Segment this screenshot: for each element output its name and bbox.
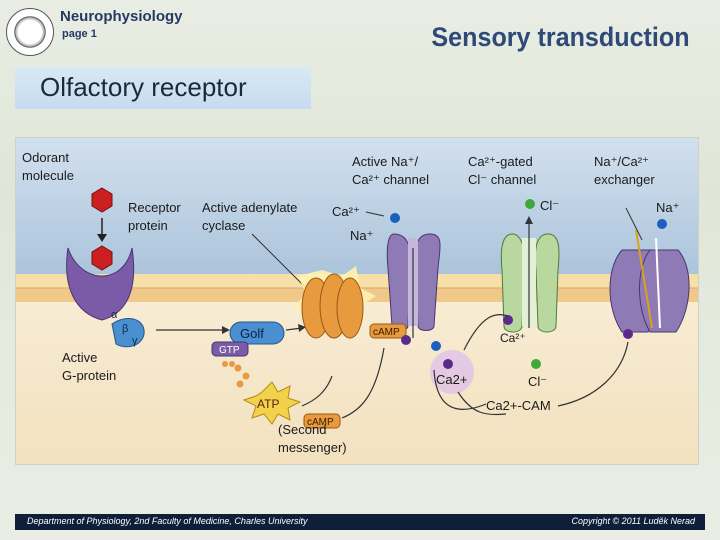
ca-dot (623, 329, 633, 339)
bound-odorant-icon (91, 245, 113, 271)
exchanger-arrow-out (655, 237, 661, 329)
label-exchanger-line1: Na⁺/Ca²⁺ (594, 154, 649, 169)
label-ca-cam: Ca2+-CAM (486, 398, 551, 413)
camp-label: cAMP (307, 417, 334, 428)
camp-to-channel-arrow (341, 347, 385, 419)
na-dot (390, 213, 400, 223)
label-ca-gated-line1: Ca²⁺-gated (468, 154, 533, 169)
label-cl-outside: Cl⁻ (540, 198, 559, 213)
olfactory-diagram: Odorant molecule β γ α Active G-protein … (15, 137, 699, 465)
footer-copyright: Copyright © 2011 Luděk Nerad (571, 516, 695, 526)
label-na-exchanger: Na⁺ (656, 200, 679, 215)
receptor-protein-shape (66, 247, 135, 321)
na-dot (657, 219, 667, 229)
cl-dot (531, 359, 541, 369)
g-protein-beta-shape (111, 318, 145, 348)
ca-glow (430, 350, 474, 394)
label-receptor-line2: protein (128, 218, 168, 233)
label-receptor-line1: Receptor (128, 200, 181, 215)
odorant-hexagon-icon (91, 187, 113, 213)
page-number: page 1 (62, 28, 97, 40)
university-seal-icon (6, 8, 54, 56)
odorant-arrowhead-icon (97, 234, 107, 242)
ca-to-cam-arrow (457, 391, 507, 416)
gtp-phosphate-dot (222, 361, 228, 367)
diagram-svg: Odorant molecule β γ α Active G-protein … (16, 138, 698, 464)
ca-dot (443, 359, 453, 369)
footer-department: Department of Physiology, 2nd Faculty of… (27, 516, 308, 526)
exchanger-pointer (625, 207, 643, 241)
label-na-outside: Na⁺ (350, 228, 373, 243)
na-ca-channel-shape (386, 233, 441, 331)
atp-phosphate-dot (234, 364, 242, 372)
label-adenylate-line1: Active adenylate (202, 200, 297, 215)
label-ca-outside: Ca²⁺ (332, 204, 360, 219)
exchanger-arrow-in (635, 229, 653, 329)
golf-arrowhead-icon (222, 326, 230, 334)
slide-footer: Department of Physiology, 2nd Faculty of… (15, 514, 705, 530)
gtp-badge (211, 341, 249, 357)
g-olf-label: Golf (240, 326, 264, 341)
alpha-label: α (111, 309, 118, 321)
atp-phosphate-dot (236, 380, 244, 388)
label-odorant-line2: molecule (22, 168, 74, 183)
atp-to-ac-arrow (301, 375, 333, 407)
cam-to-exchanger-arrow (557, 341, 629, 407)
exchanger-shape (609, 249, 690, 333)
label-na-ca-channel-line2: Ca²⁺ channel (352, 172, 429, 187)
cl-dot (525, 199, 535, 209)
atp-burst-shape (242, 381, 302, 425)
camp-badge (303, 413, 341, 429)
gtp-label: GTP (219, 345, 240, 356)
g-olf-shape (229, 321, 285, 345)
cam-feedback-arrow (433, 369, 487, 410)
label-active-line1: Active (62, 350, 97, 365)
camp-channel-label: cAMP (373, 327, 400, 338)
subtitle-band (15, 67, 311, 109)
slide-header: Neurophysiology page 1 Sensory transduct… (0, 0, 720, 60)
label-adenylate-line2: cyclase (202, 218, 245, 233)
adenylate-pointer (251, 233, 307, 289)
golf-to-ac-arrowhead-icon (298, 324, 306, 332)
second-messenger-line2: messenger) (278, 440, 347, 455)
cl-efflux-arrowhead-icon (525, 216, 533, 224)
gamma-label: γ (132, 335, 138, 347)
label-ca-binding: Ca²⁺ (500, 331, 526, 345)
gtp-phosphate-dot (229, 361, 235, 367)
label-gprotein-line2: G-protein (62, 368, 116, 383)
second-messenger-line1: (Second (278, 422, 326, 437)
page-title: Sensory transduction (431, 22, 690, 52)
label-exchanger-line2: exchanger (594, 172, 655, 187)
ca-pointer (365, 211, 385, 217)
adenylate-cyclase-shape (292, 266, 376, 339)
beta-label: β (122, 323, 128, 335)
atp-phosphate-dot (242, 372, 250, 380)
label-ca-gated-line2: Cl⁻ channel (468, 172, 536, 187)
label-ca-inside: Ca2+ (436, 372, 467, 387)
camp-channel-badge (369, 323, 407, 339)
ca-dot (401, 335, 411, 345)
na-dot (431, 341, 441, 351)
ca-dot (503, 315, 513, 325)
course-name: Neurophysiology (60, 8, 183, 25)
section-subtitle: Olfactory receptor (40, 72, 247, 102)
label-na-ca-channel-line1: Active Na⁺/ (352, 154, 418, 169)
label-cl-inside: Cl⁻ (528, 374, 547, 389)
ca-to-cl-channel-arrow (463, 313, 509, 351)
atp-label: ATP (257, 397, 279, 411)
label-odorant-line1: Odorant (22, 150, 69, 165)
